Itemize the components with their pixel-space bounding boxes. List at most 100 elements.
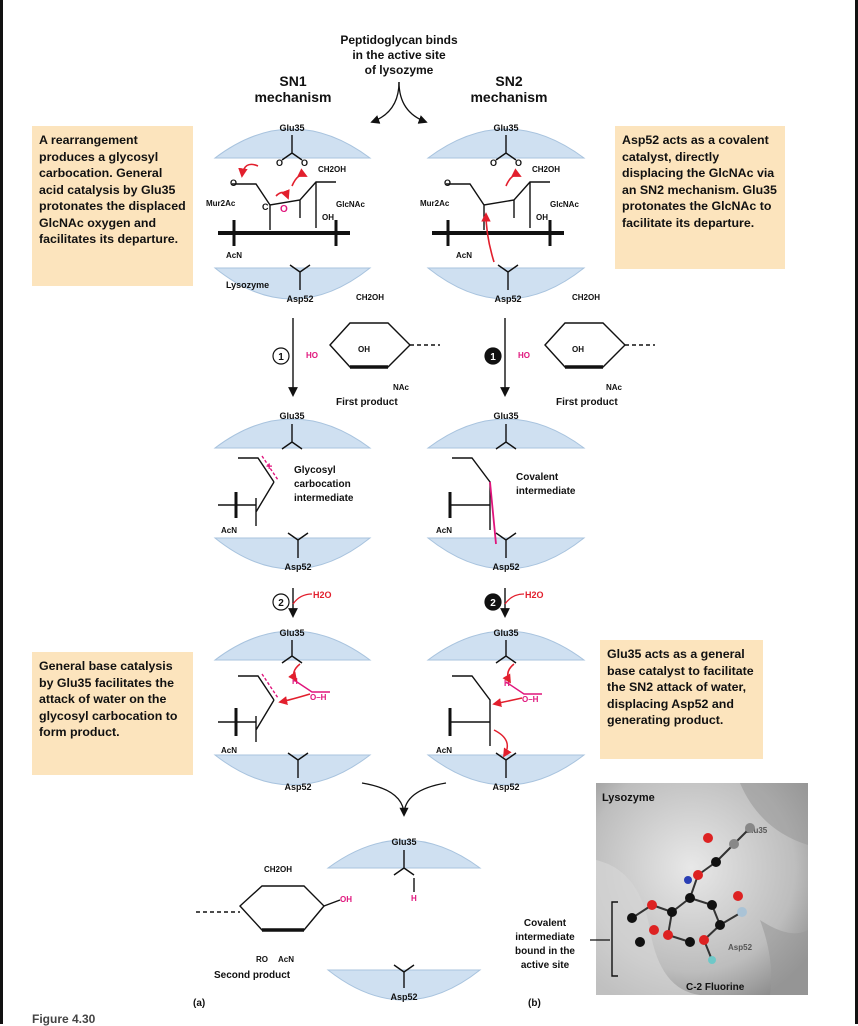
lobe-sn2-bottom-1 bbox=[426, 267, 586, 300]
svg-text:Asp52: Asp52 bbox=[390, 992, 417, 1002]
svg-text:O: O bbox=[515, 158, 522, 168]
svg-text:+: + bbox=[266, 461, 272, 473]
sn1-water-attack: Glu35 H O–H AcN Asp52 bbox=[218, 628, 330, 792]
caption-line-1: Peptidoglycan binds bbox=[340, 33, 458, 47]
first-product-label-sn1: First product bbox=[336, 397, 398, 408]
asp-label-sn1-r1: Asp52 bbox=[286, 294, 313, 304]
svg-text:Glu35: Glu35 bbox=[391, 837, 416, 847]
first-product-label-sn2: First product bbox=[556, 397, 618, 408]
svg-text:Covalent: Covalent bbox=[516, 472, 559, 483]
svg-text:OH: OH bbox=[572, 345, 584, 354]
svg-text:H2O: H2O bbox=[313, 590, 332, 600]
svg-text:Glu35: Glu35 bbox=[493, 628, 518, 638]
c2-fluorine-label: C-2 Fluorine bbox=[686, 982, 745, 993]
svg-text:AcN: AcN bbox=[436, 746, 452, 755]
lobe-sn1-bottom-3 bbox=[213, 754, 372, 786]
sn1-carbocation-intermediate: Glu35 + AcN Glycosyl carbocation interme… bbox=[218, 411, 354, 572]
svg-text:OH: OH bbox=[340, 895, 352, 904]
step2-sn1: 2 H2O bbox=[272, 588, 332, 618]
glu-label-sn2-r1: Glu35 bbox=[493, 123, 518, 133]
sn2-covalent-intermediate: Glu35 AcN Covalent intermediate Asp52 bbox=[436, 411, 576, 572]
svg-text:H2O: H2O bbox=[525, 590, 544, 600]
svg-text:O–H: O–H bbox=[522, 695, 539, 704]
first-product-sn1: CH2OH HO OH NAc First product bbox=[306, 293, 440, 408]
svg-text:2: 2 bbox=[278, 598, 284, 609]
merge-arrow-left bbox=[361, 782, 405, 816]
second-product-label: Second product bbox=[214, 970, 291, 981]
sn1-step0-structure: Glu35 O O Mur2Ac GlcNAc CH2OH OH AcN O O… bbox=[206, 123, 365, 304]
step2-sn2: 2 H2O bbox=[484, 588, 544, 618]
sn1-title: SN1 bbox=[279, 73, 306, 89]
lobe-sn1-bottom-2 bbox=[213, 537, 372, 570]
svg-text:O: O bbox=[230, 178, 237, 188]
surface-view: Lysozyme Glu35 Asp52 C-2 Fluorine bbox=[596, 783, 808, 995]
figure-caption: Figure 4.30 bbox=[32, 1012, 96, 1026]
svg-text:Asp52: Asp52 bbox=[492, 562, 519, 572]
svg-text:C: C bbox=[262, 202, 269, 212]
svg-text:Mur2Ac: Mur2Ac bbox=[420, 199, 450, 208]
svg-text:AcN: AcN bbox=[278, 955, 294, 964]
svg-text:CH2OH: CH2OH bbox=[532, 165, 560, 174]
svg-text:O: O bbox=[276, 158, 283, 168]
merge-arrow-right bbox=[399, 782, 447, 817]
note-sn2-first-step: Asp52 acts as a covalent catalyst, direc… bbox=[615, 126, 785, 269]
svg-text:H: H bbox=[292, 677, 298, 686]
note-sn2-second-step: Glu35 acts as a general base catalyst to… bbox=[600, 640, 763, 759]
svg-text:intermediate: intermediate bbox=[294, 493, 354, 504]
asp-label-sn2-r1: Asp52 bbox=[494, 294, 521, 304]
lysozyme-surface-label: Lysozyme bbox=[602, 792, 655, 804]
svg-text:HO: HO bbox=[306, 351, 318, 360]
caption-line-2: in the active site bbox=[352, 48, 446, 62]
svg-text:carbocation: carbocation bbox=[294, 479, 351, 490]
svg-text:O: O bbox=[301, 158, 308, 168]
sn2-header: SN2 mechanism bbox=[470, 73, 547, 105]
svg-text:Asp52: Asp52 bbox=[284, 782, 311, 792]
svg-text:1: 1 bbox=[278, 352, 284, 363]
second-product: CH2OH OH RO AcN Second product bbox=[196, 865, 352, 981]
svg-text:Glu35: Glu35 bbox=[493, 411, 518, 421]
top-caption: Peptidoglycan binds in the active site o… bbox=[340, 33, 458, 77]
svg-text:Glycosyl: Glycosyl bbox=[294, 465, 336, 476]
lysozyme-label: Lysozyme bbox=[226, 280, 269, 290]
svg-text:AcN: AcN bbox=[221, 746, 237, 755]
svg-text:GlcNAc: GlcNAc bbox=[550, 200, 579, 209]
panel-a-label: (a) bbox=[193, 998, 205, 1009]
svg-text:AcN: AcN bbox=[226, 251, 242, 260]
svg-text:Covalent: Covalent bbox=[524, 918, 567, 929]
svg-text:H: H bbox=[411, 894, 417, 903]
svg-text:Asp52: Asp52 bbox=[728, 943, 753, 952]
lobe-sn1-bottom-1 bbox=[213, 267, 372, 300]
svg-text:RO: RO bbox=[256, 955, 268, 964]
covalent-bound-callout: Covalent intermediate bound in the activ… bbox=[515, 901, 618, 977]
svg-text:2: 2 bbox=[490, 598, 496, 609]
panel-b-label: (b) bbox=[528, 998, 541, 1009]
svg-text:AcN: AcN bbox=[221, 526, 237, 535]
svg-text:Glu35: Glu35 bbox=[279, 628, 304, 638]
split-arrow-left bbox=[370, 81, 400, 124]
sn2-subtitle: mechanism bbox=[470, 89, 547, 105]
svg-text:O: O bbox=[280, 204, 288, 215]
svg-text:NAc: NAc bbox=[393, 383, 410, 392]
note-sn1-first-step: A rearrangement produces a glycosyl carb… bbox=[32, 126, 193, 286]
split-arrow-right bbox=[398, 81, 428, 124]
glu-label-sn1-r1: Glu35 bbox=[279, 123, 304, 133]
svg-text:OH: OH bbox=[322, 213, 334, 222]
svg-text:O: O bbox=[444, 178, 451, 188]
sn2-water-attack: Glu35 H O–H AcN Asp52 bbox=[436, 628, 542, 792]
first-product-sn2: CH2OH HO OH NAc First product bbox=[518, 293, 655, 408]
sn1-header: SN1 mechanism bbox=[254, 73, 331, 105]
svg-text:Asp52: Asp52 bbox=[284, 562, 311, 572]
svg-text:1: 1 bbox=[490, 352, 496, 363]
svg-text:O–H: O–H bbox=[310, 693, 327, 702]
svg-text:CH2OH: CH2OH bbox=[318, 165, 346, 174]
svg-text:O: O bbox=[490, 158, 497, 168]
svg-text:bound in the: bound in the bbox=[515, 946, 575, 957]
svg-text:CH2OH: CH2OH bbox=[356, 293, 384, 302]
svg-text:AcN: AcN bbox=[456, 251, 472, 260]
svg-text:CH2OH: CH2OH bbox=[572, 293, 600, 302]
sn1-subtitle: mechanism bbox=[254, 89, 331, 105]
svg-text:CH2OH: CH2OH bbox=[264, 865, 292, 874]
sn2-title: SN2 bbox=[495, 73, 522, 89]
svg-text:Glu35: Glu35 bbox=[745, 826, 768, 835]
